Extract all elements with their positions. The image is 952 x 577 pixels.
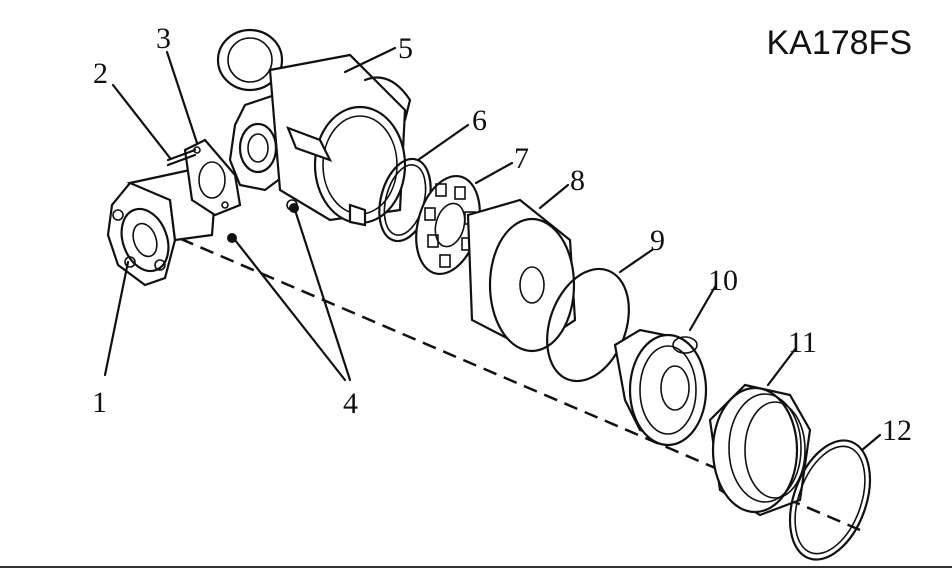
label-5: 5 [398, 32, 413, 65]
center-axis [159, 228, 861, 532]
label-6: 6 [472, 104, 487, 137]
label-3: 3 [156, 22, 171, 55]
model-title: KA178FS [766, 24, 912, 62]
part-11-seal-assembly [708, 383, 812, 517]
part-10-mechanical-seal [613, 328, 708, 447]
leader-lines [103, 46, 882, 452]
label-4: 4 [343, 387, 358, 420]
part-5-pump-housing [216, 28, 412, 227]
part-1-inlet-flange [106, 168, 217, 287]
part-12-large-o-ring [788, 439, 872, 561]
label-9: 9 [650, 224, 665, 257]
part-2-bolt [166, 148, 197, 167]
label-11: 11 [788, 326, 817, 359]
label-1: 1 [92, 386, 107, 419]
part-9-o-ring [546, 267, 630, 383]
label-2: 2 [93, 57, 108, 90]
label-8: 8 [570, 164, 585, 197]
bottom-border-line [0, 566, 952, 568]
label-7: 7 [514, 142, 529, 175]
label-10: 10 [708, 264, 738, 297]
label-12: 12 [882, 414, 912, 447]
part-8-impeller [466, 198, 577, 353]
